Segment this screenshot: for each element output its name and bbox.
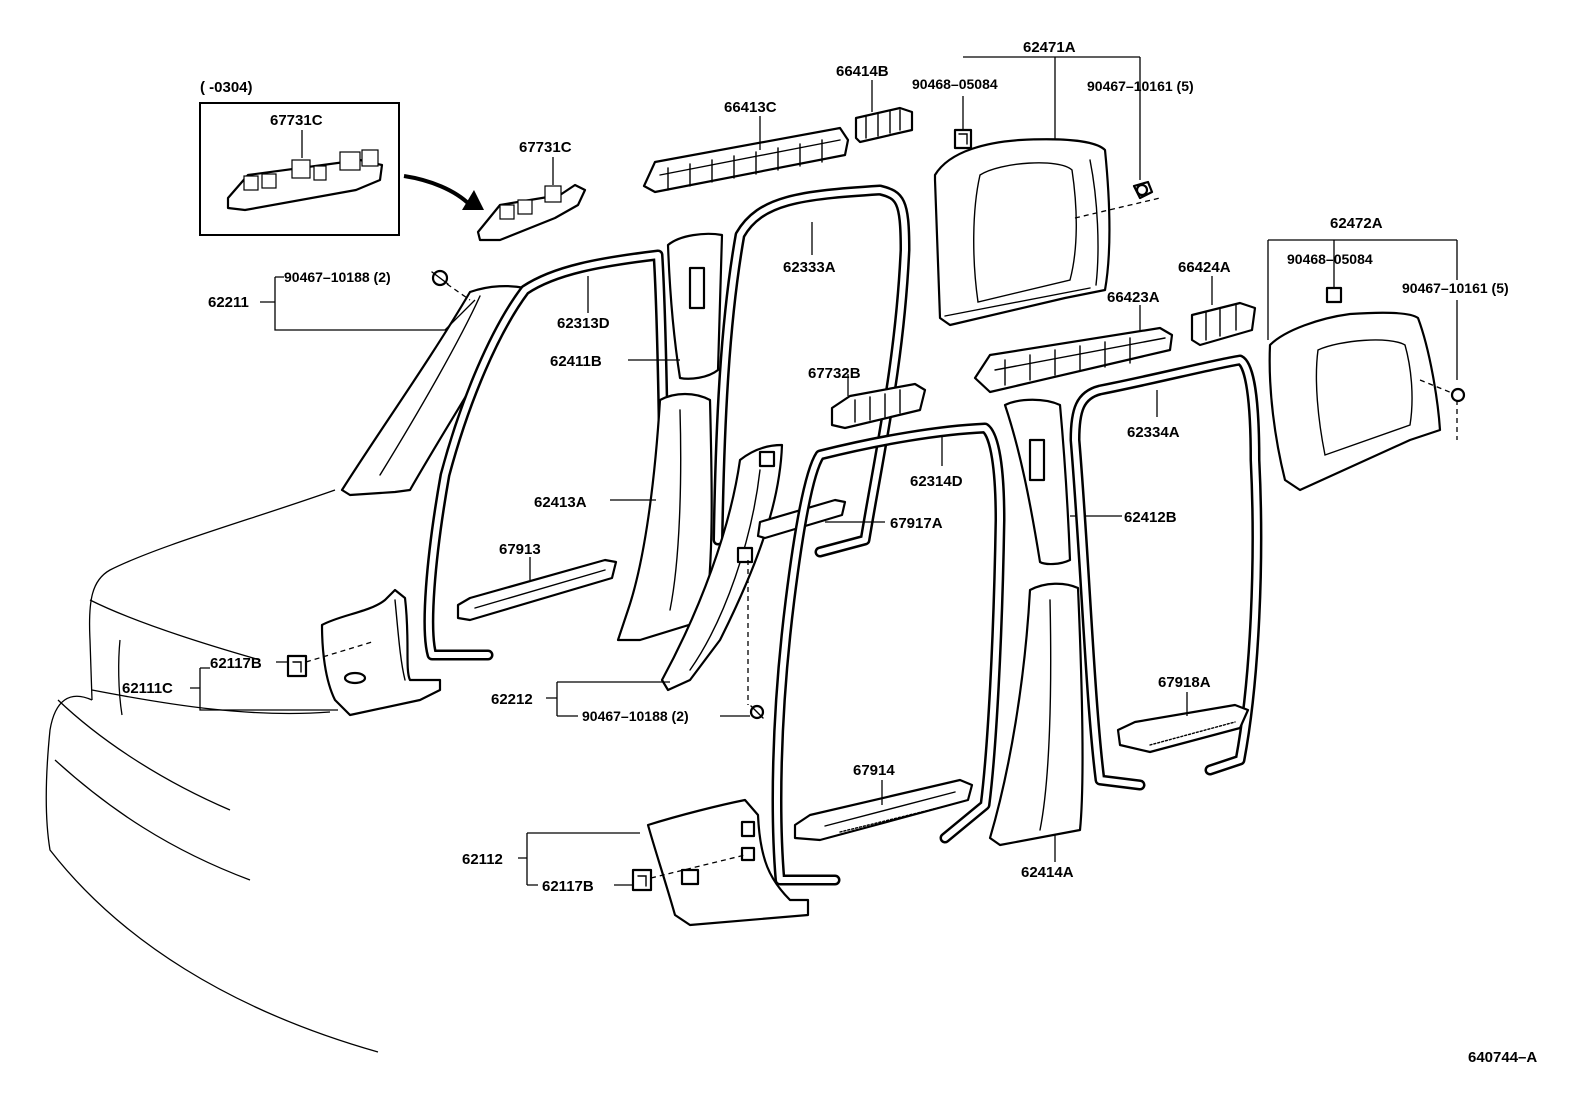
label-62411B: 62411B — [550, 353, 602, 370]
fastener-90467-10161-b — [1450, 387, 1466, 403]
label-62413A: 62413A — [534, 494, 587, 511]
label-62412B: 62412B — [1124, 509, 1177, 526]
label-90468-05084-b: 90468–05084 — [1287, 251, 1373, 267]
label-67913: 67913 — [499, 541, 541, 558]
scuff-plate-67913 — [456, 558, 618, 622]
weatherstrip-62314D — [771, 422, 1006, 886]
label-62471A: 62471A — [1023, 39, 1076, 56]
inset-note: ( -0304) — [200, 79, 253, 96]
connector-66423A — [973, 326, 1174, 394]
fastener-90467-10188-a — [431, 269, 449, 287]
label-62117B-a: 62117B — [210, 655, 262, 672]
clip-62117B-b — [631, 868, 653, 892]
label-67917A: 67917A — [890, 515, 943, 532]
label-62314D: 62314D — [910, 473, 963, 490]
kick-panel-62111C — [320, 588, 442, 717]
inset-box — [199, 102, 400, 236]
connector-66424A — [1190, 301, 1257, 347]
label-62313D: 62313D — [557, 315, 610, 332]
label-62111C: 62111C — [122, 680, 173, 697]
arrow — [403, 174, 484, 210]
drawing-number: 640744–A — [1468, 1049, 1537, 1066]
scuff-plate-67914 — [793, 778, 974, 842]
clip-62117B-a — [286, 654, 308, 678]
label-90467-10161-b: 90467–10161 (5) — [1402, 280, 1509, 296]
clip-90468-05084-b — [1325, 286, 1343, 304]
label-90467-10188-a: 90467–10188 (2) — [284, 269, 391, 285]
label-67731C: 67731C — [519, 139, 572, 156]
label-62211: 62211 — [208, 294, 249, 311]
connector-66414B — [854, 106, 914, 144]
label-67914: 67914 — [853, 762, 895, 779]
step-67918A — [1116, 703, 1250, 754]
inset-connector-67731C — [226, 149, 384, 212]
label-67918A: 67918A — [1158, 674, 1211, 691]
quarter-trim-62472A — [1268, 311, 1442, 492]
label-66414B: 66414B — [836, 63, 889, 80]
vehicle-body-outline — [45, 489, 379, 1053]
label-90467-10188-b: 90467–10188 (2) — [582, 708, 689, 724]
label-62334A: 62334A — [1127, 424, 1180, 441]
label-66424A: 66424A — [1178, 259, 1231, 276]
weatherstrip-62334A — [1069, 354, 1263, 791]
weatherstrip-62313D — [423, 249, 671, 661]
label-66423A: 66423A — [1107, 289, 1160, 306]
label-inset-67731C: 67731C — [270, 112, 323, 129]
connector-66413C — [642, 126, 850, 194]
pillar-lower-62414A — [988, 582, 1084, 847]
label-62333A: 62333A — [783, 259, 836, 276]
label-62472A: 62472A — [1330, 215, 1383, 232]
pillar-upper-62412B — [1003, 398, 1072, 566]
label-66413C: 66413C — [724, 99, 777, 116]
fastener-90467-10188-b — [749, 704, 765, 720]
label-90468-05084-a: 90468–05084 — [912, 76, 998, 92]
clip-90468-05084-a — [953, 128, 973, 150]
front-pillar-62211 — [340, 285, 527, 497]
connector-67732B — [830, 382, 927, 430]
pillar-upper-62411B — [666, 232, 724, 380]
garnish-62212 — [660, 443, 784, 692]
label-67732B: 67732B — [808, 365, 861, 382]
label-90467-10161-a: 90467–10161 (5) — [1087, 78, 1194, 94]
label-62414A: 62414A — [1021, 864, 1074, 881]
quarter-trim-62471A — [933, 138, 1111, 327]
label-62212: 62212 — [491, 691, 533, 708]
connector-67731C — [476, 183, 587, 242]
label-62112: 62112 — [462, 851, 503, 868]
label-62117B-b: 62117B — [542, 878, 594, 895]
fastener-90467-10161-a — [1132, 180, 1154, 200]
